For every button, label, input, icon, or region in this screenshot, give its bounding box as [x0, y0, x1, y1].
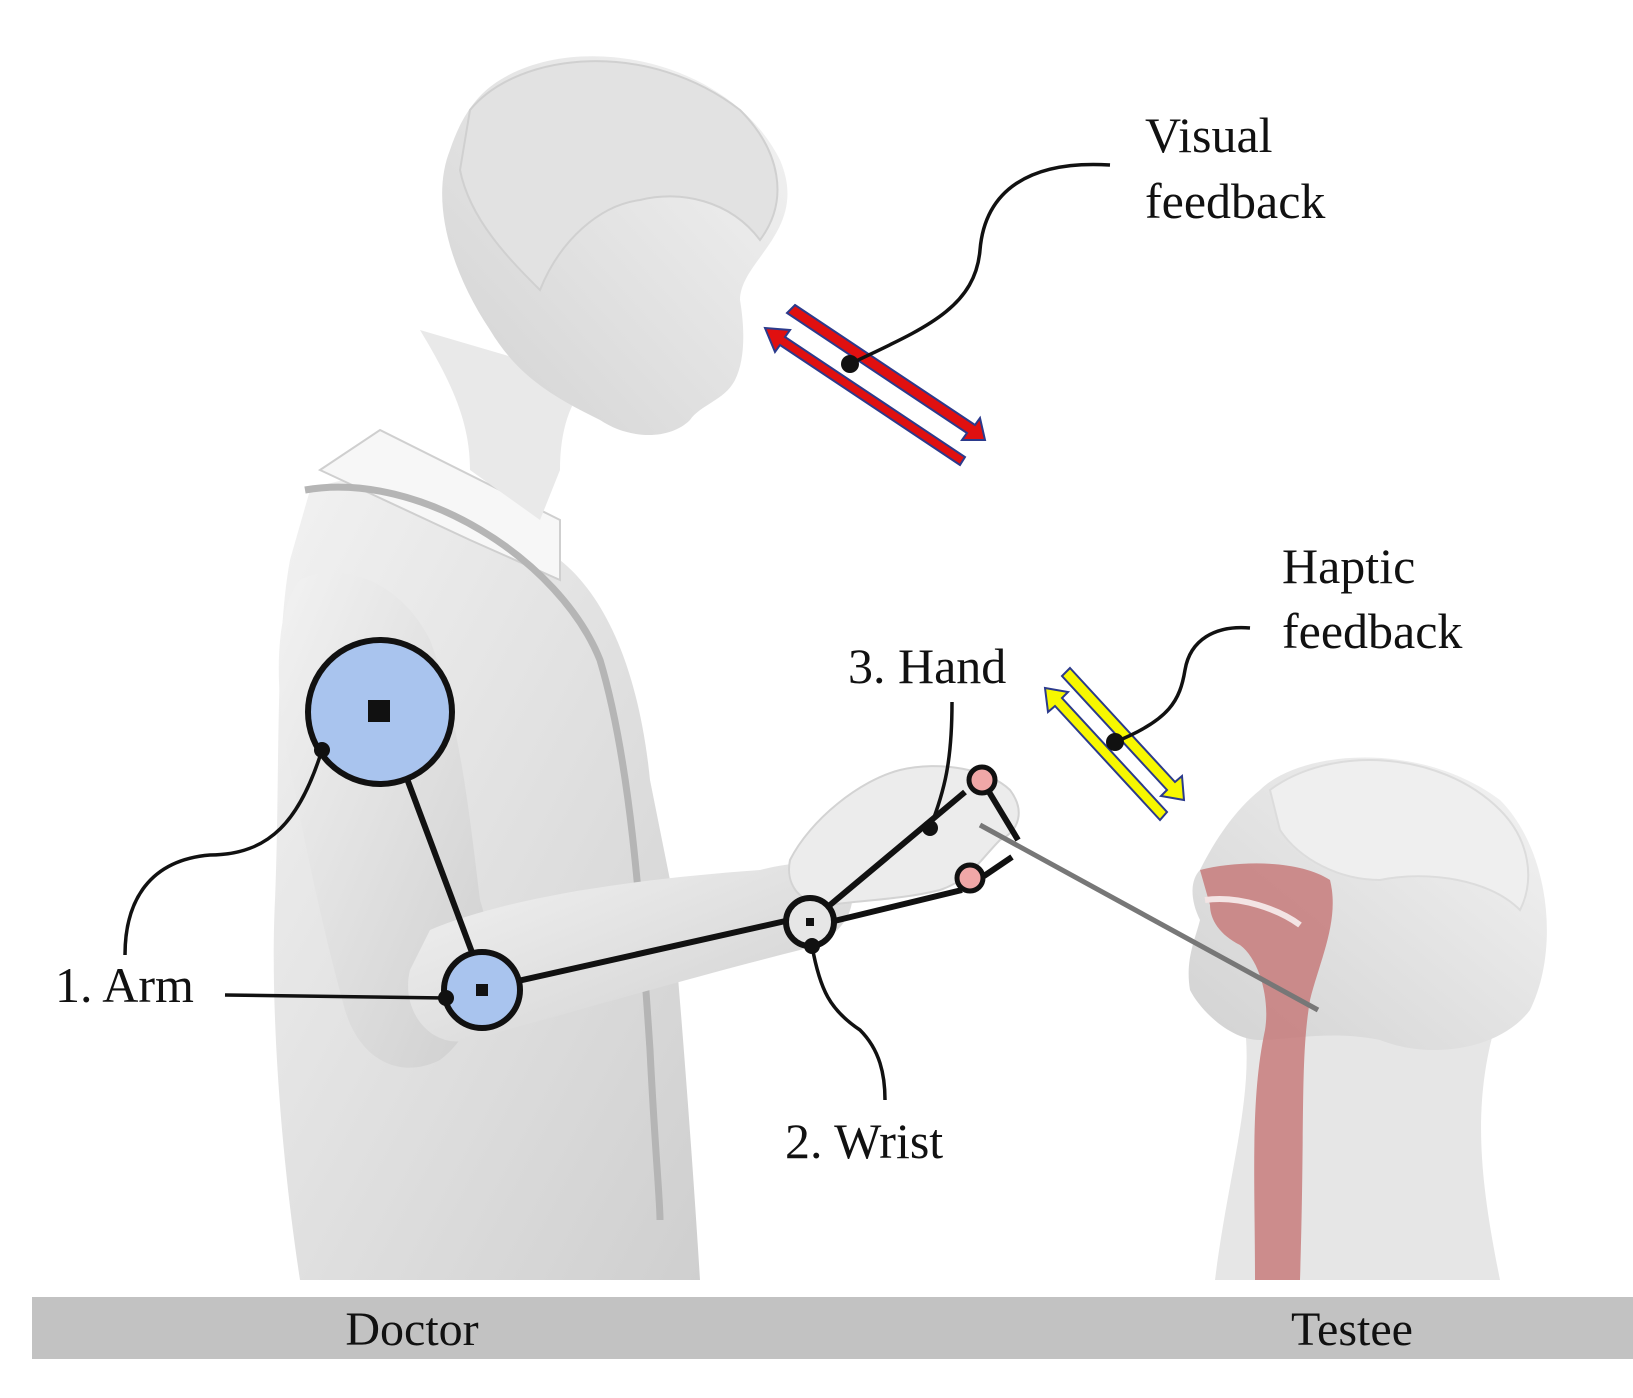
shoulder-joint-center	[368, 700, 390, 722]
arm-callout-line-lower	[224, 993, 447, 1000]
arm-callout-dot-upper	[314, 742, 330, 758]
testee-figure	[1188, 757, 1547, 1280]
haptic-callout-line	[1114, 625, 1251, 744]
haptic-callout-dot	[1106, 733, 1124, 751]
hand-callout-line	[928, 701, 954, 829]
arm-callout-dot-lower	[438, 990, 454, 1006]
link-wrist-finger-top	[828, 789, 967, 908]
joints	[305, 637, 998, 1031]
callouts	[123, 162, 1251, 1101]
stethoscope	[304, 483, 664, 1221]
visual-arrow-down	[785, 303, 987, 441]
visual-feedback-arrows	[763, 303, 987, 467]
visual-callout-dot	[841, 355, 859, 373]
hand-callout-dot	[922, 820, 938, 836]
haptic-feedback-label-line2: feedback	[1282, 603, 1462, 659]
callout-dots	[314, 355, 1124, 1006]
ground-bar	[32, 1297, 1633, 1359]
swab-stick	[978, 822, 1320, 1013]
airway	[1200, 863, 1333, 1280]
link-shoulder-elbow	[397, 758, 476, 957]
palate-line	[1204, 896, 1302, 928]
wrist-callout-line	[810, 945, 887, 1101]
testee-hair	[1268, 759, 1530, 912]
link-wrist-finger-bottom	[829, 887, 963, 925]
link-elbow-wrist	[499, 917, 791, 988]
visual-callout-line	[849, 162, 1111, 366]
link-finger-tip-bottom	[982, 854, 1014, 879]
hand-label: 3. Hand	[848, 638, 1006, 694]
haptic-arrow-up	[1043, 686, 1169, 822]
haptic-feedback-arrows	[1043, 666, 1186, 822]
arm-callout-line-upper	[123, 749, 324, 956]
visual-feedback-label-line2: feedback	[1145, 173, 1325, 229]
visual-feedback-label-line1: Visual	[1145, 107, 1273, 163]
finger-joint-top	[966, 764, 998, 796]
haptic-feedback-label-line1: Haptic	[1282, 538, 1415, 594]
doctor-hair	[458, 60, 779, 292]
visual-arrow-up	[763, 326, 967, 467]
wrist-joint-center	[806, 918, 814, 926]
wrist-label: 2. Wrist	[785, 1113, 943, 1169]
finger-joint-bottom	[954, 862, 986, 894]
elbow-joint-center	[476, 984, 488, 996]
doctor-label: Doctor	[345, 1303, 478, 1356]
haptic-arrow-down	[1060, 666, 1186, 802]
wrist-callout-dot	[804, 938, 820, 954]
arm-label: 1. Arm	[55, 957, 194, 1013]
testee-label: Testee	[1291, 1303, 1413, 1356]
